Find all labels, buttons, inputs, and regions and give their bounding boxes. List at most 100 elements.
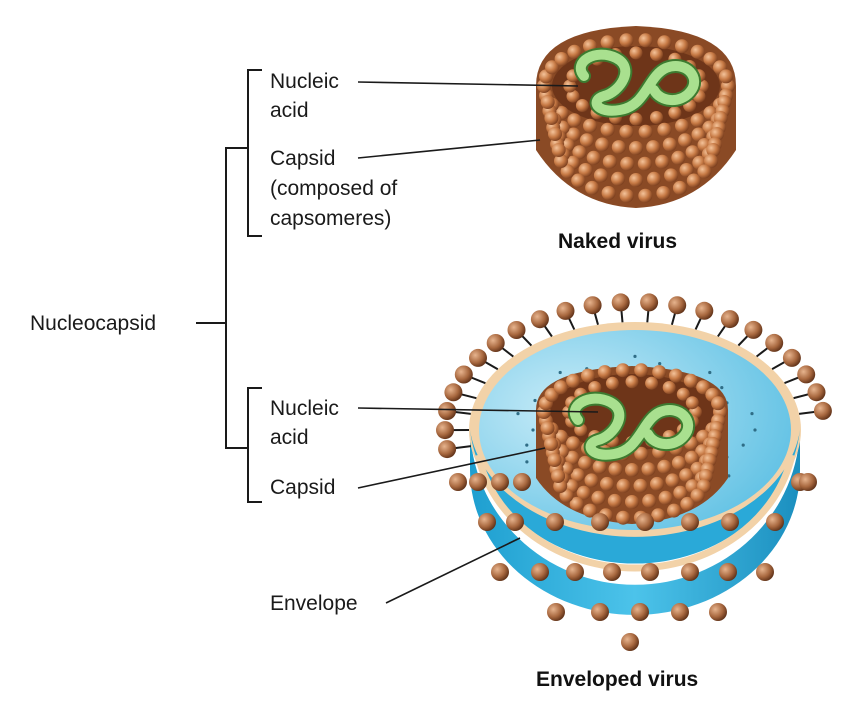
capsomere	[566, 373, 581, 388]
capsomere	[678, 133, 693, 148]
capsomere	[638, 188, 653, 203]
capsomere	[547, 453, 562, 467]
capsomere	[567, 113, 582, 128]
capsomere	[601, 186, 616, 200]
capsomere	[545, 60, 559, 75]
capsomere	[647, 171, 661, 186]
capsomere	[575, 99, 589, 112]
spike-knob	[671, 603, 689, 621]
capsomere	[671, 455, 686, 470]
capsomere	[662, 381, 676, 394]
spike-knob	[719, 563, 737, 581]
capsomere	[671, 150, 686, 165]
capsomere	[696, 380, 711, 395]
envelope-dot	[516, 412, 520, 416]
capsomere	[665, 473, 680, 488]
capsomere	[554, 52, 569, 66]
capsomere	[619, 188, 634, 203]
capsomere	[625, 495, 639, 509]
capsomere	[572, 145, 587, 160]
capsomere	[592, 459, 607, 474]
spike-knob	[621, 633, 639, 651]
capsomere	[711, 396, 726, 411]
spike-knob	[444, 383, 463, 402]
spike-knob	[507, 321, 526, 339]
capsomere	[583, 118, 597, 133]
spike-knob	[469, 348, 487, 367]
spike-knob	[438, 440, 457, 459]
spike-knob	[449, 473, 467, 491]
spike-knob	[799, 473, 817, 491]
title-naked-virus: Naked virus	[558, 230, 678, 253]
capsomere	[616, 478, 631, 493]
capsomere	[605, 376, 619, 390]
capsomere	[676, 387, 690, 401]
capsomere	[646, 140, 661, 155]
capsomere	[607, 493, 622, 508]
capsomere	[566, 89, 580, 103]
capsomere	[629, 141, 643, 155]
spike-knob	[744, 320, 763, 339]
capsomere	[704, 154, 718, 168]
capsomere	[679, 468, 694, 483]
label-envelope: Envelope	[270, 592, 358, 615]
capsomere	[567, 44, 582, 59]
spike-knob	[611, 293, 630, 312]
leader-naked-capsid	[357, 139, 541, 159]
spike-knob	[591, 603, 609, 621]
capsomere	[662, 137, 677, 152]
capsomere	[591, 490, 606, 505]
capsomere	[634, 446, 649, 461]
capsomere	[540, 95, 555, 109]
capsomere	[584, 473, 599, 488]
spike-knob	[438, 402, 457, 420]
capsomere	[664, 168, 679, 183]
spike-knob	[681, 513, 699, 531]
capsomere	[597, 365, 612, 380]
capsomere	[690, 44, 705, 59]
capsomere	[586, 150, 601, 165]
capsomere	[579, 133, 594, 148]
capsomere	[551, 143, 566, 157]
capsomere	[657, 459, 672, 474]
spike-knob	[813, 401, 832, 420]
capsomere	[600, 476, 614, 491]
capsomere	[570, 468, 585, 483]
capsomere	[566, 127, 581, 142]
capsomere	[657, 122, 672, 137]
label-env-nucleic-acid-2: acid	[270, 426, 309, 449]
spike-knob	[640, 293, 659, 312]
spike-knob	[766, 513, 784, 531]
spike-knob	[668, 296, 687, 315]
spike-knob	[530, 310, 549, 329]
spike-knob	[583, 296, 602, 315]
capsomere	[634, 363, 649, 378]
envelope-dot	[750, 412, 754, 416]
capsomere	[565, 450, 580, 465]
capsomere	[642, 493, 657, 508]
spike-knob	[469, 473, 487, 491]
envelope-dot	[525, 443, 529, 447]
spike-knob	[531, 563, 549, 581]
spike-knob	[547, 603, 565, 621]
capsomere	[638, 124, 653, 139]
spike-knob	[491, 563, 509, 581]
envelope-dot	[708, 370, 712, 375]
capsomere	[548, 127, 562, 141]
spike-knob	[756, 563, 774, 581]
capsomere	[656, 186, 671, 200]
capsomere	[595, 137, 610, 152]
spike-knob	[721, 513, 739, 531]
spike-knob	[556, 301, 575, 320]
spike-knob	[765, 333, 784, 352]
capsomere	[651, 508, 666, 523]
capsomere	[685, 396, 699, 410]
envelope-outer-shell	[470, 425, 800, 615]
enveloped-virus-illustration	[436, 293, 832, 651]
label-env-capsid: Capsid	[270, 476, 336, 499]
capsomere	[719, 69, 733, 84]
capsomere	[650, 48, 663, 61]
capsomere	[616, 510, 631, 525]
capsomere	[638, 33, 653, 48]
envelope-dot	[533, 398, 537, 403]
